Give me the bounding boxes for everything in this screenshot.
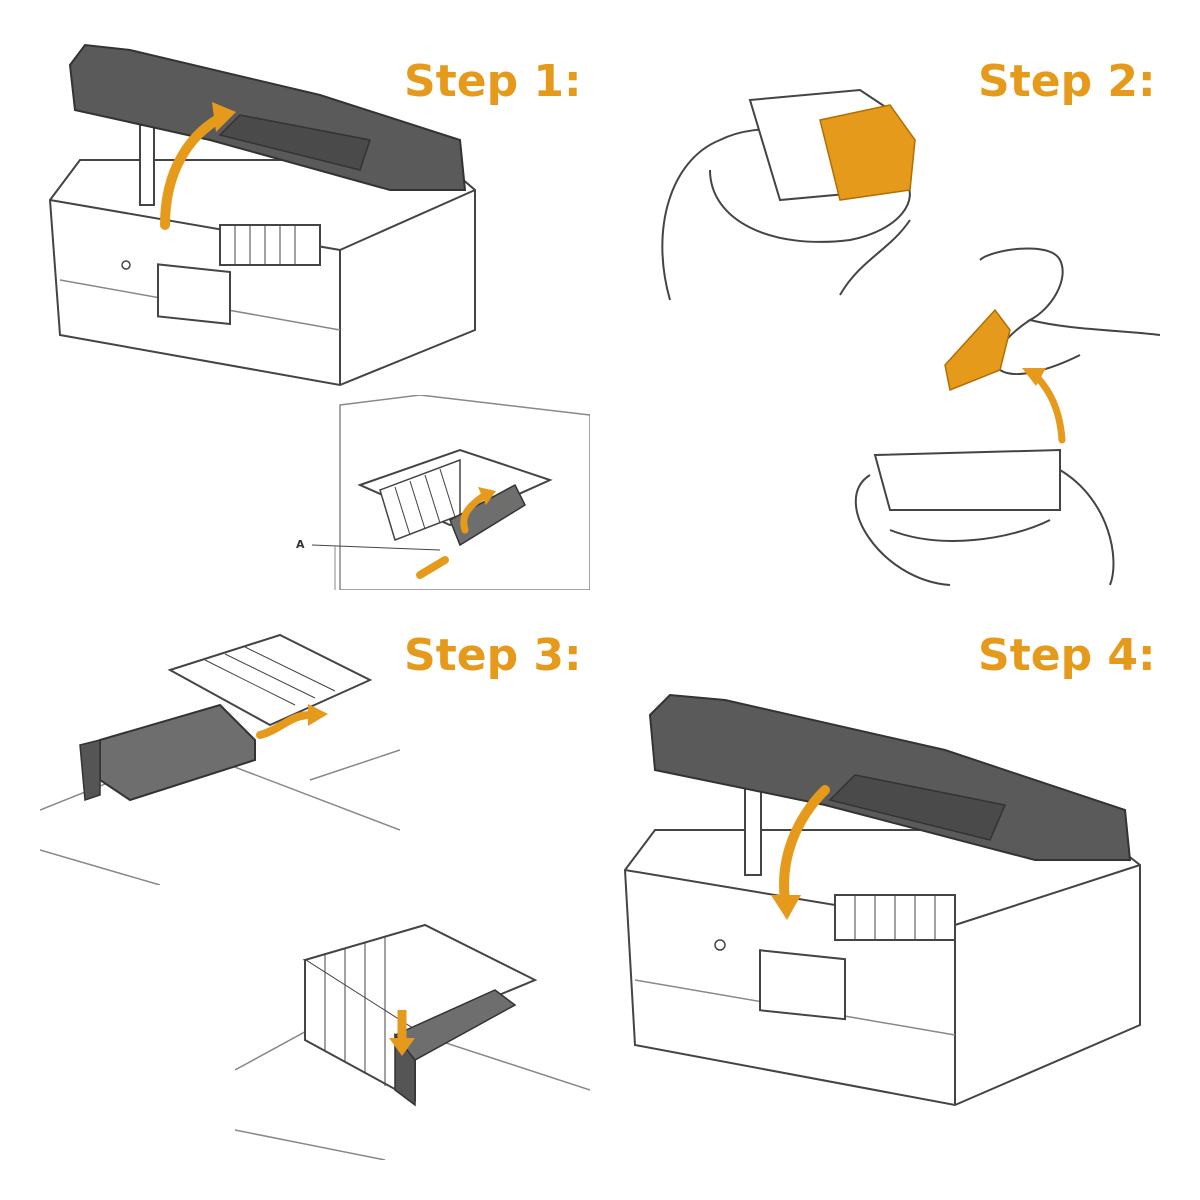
step-1-printer-illustration bbox=[40, 40, 490, 400]
step-2-label: Step 2: bbox=[978, 56, 1156, 107]
step-4-close-lid-illustration bbox=[615, 690, 1150, 1115]
step-1-carriage-detail: A bbox=[296, 395, 590, 590]
step-4-label: Step 4: bbox=[978, 630, 1156, 681]
step-3-press-down-detail bbox=[235, 890, 590, 1160]
step-2-remove-cap-illustration bbox=[650, 80, 1170, 590]
step-3-label: Step 3: bbox=[404, 630, 582, 681]
step-1-label: Step 1: bbox=[404, 56, 582, 107]
step-3-insert-cartridge-illustration bbox=[40, 610, 400, 885]
part-a-callout: A bbox=[296, 538, 305, 551]
